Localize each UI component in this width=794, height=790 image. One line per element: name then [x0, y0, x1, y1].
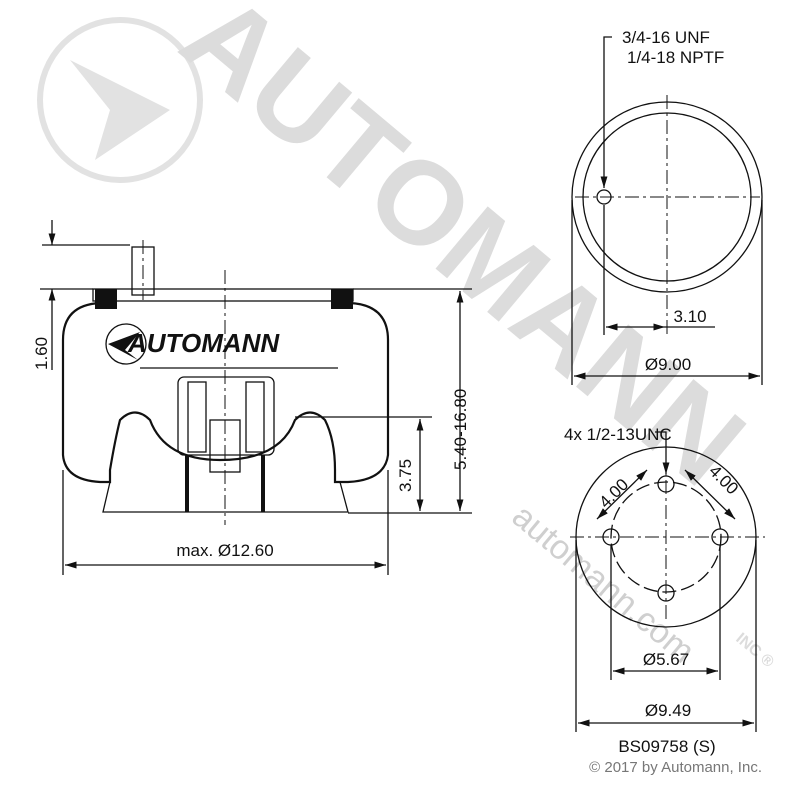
watermark-arrow-icon	[70, 60, 170, 160]
dim-piston-height: 3.75	[396, 459, 415, 492]
bolt-hole	[657, 475, 675, 493]
bolt-spec: 4x 1/2-13UNC	[564, 425, 672, 444]
dim-max-diameter: max. Ø12.60	[176, 541, 273, 560]
top-view: 3/4-16 UNF 1/4-18 NPTF 3.10 Ø9.00	[571, 28, 763, 385]
dim-offset: 3.10	[673, 307, 706, 326]
dim-bolt-circle: Ø5.67	[643, 650, 689, 669]
thread-spec-1: 3/4-16 UNF	[622, 28, 710, 47]
side-view: AUTOMANN 1.60 5.40-16.80 3.75 max. Ø12.6…	[32, 220, 472, 575]
dim-bottom-diameter: Ø9.49	[645, 701, 691, 720]
watermark-site: automann.com	[505, 497, 702, 671]
automann-logo-icon	[105, 323, 147, 365]
watermark-logo-icon	[37, 17, 203, 183]
thread-spec-2: 1/4-18 NPTF	[627, 48, 724, 67]
copyright: © 2017 by Automann, Inc.	[589, 759, 762, 776]
air-port-hole	[596, 189, 612, 205]
dim-stud-height: 1.60	[32, 337, 51, 370]
piston-base	[102, 481, 349, 513]
watermark-suffix: INC ®	[732, 630, 777, 671]
dim-top-diameter: Ø9.00	[645, 355, 691, 374]
part-number: BS09758 (S)	[618, 737, 715, 756]
bolt-hole	[657, 584, 675, 602]
rubber-bellows	[61, 301, 390, 484]
logo-text: AUTOMANN	[127, 328, 280, 358]
dim-height-range: 5.40-16.80	[451, 389, 470, 470]
bumper	[177, 376, 275, 456]
dim-spacing-left: 4.00	[595, 475, 632, 512]
